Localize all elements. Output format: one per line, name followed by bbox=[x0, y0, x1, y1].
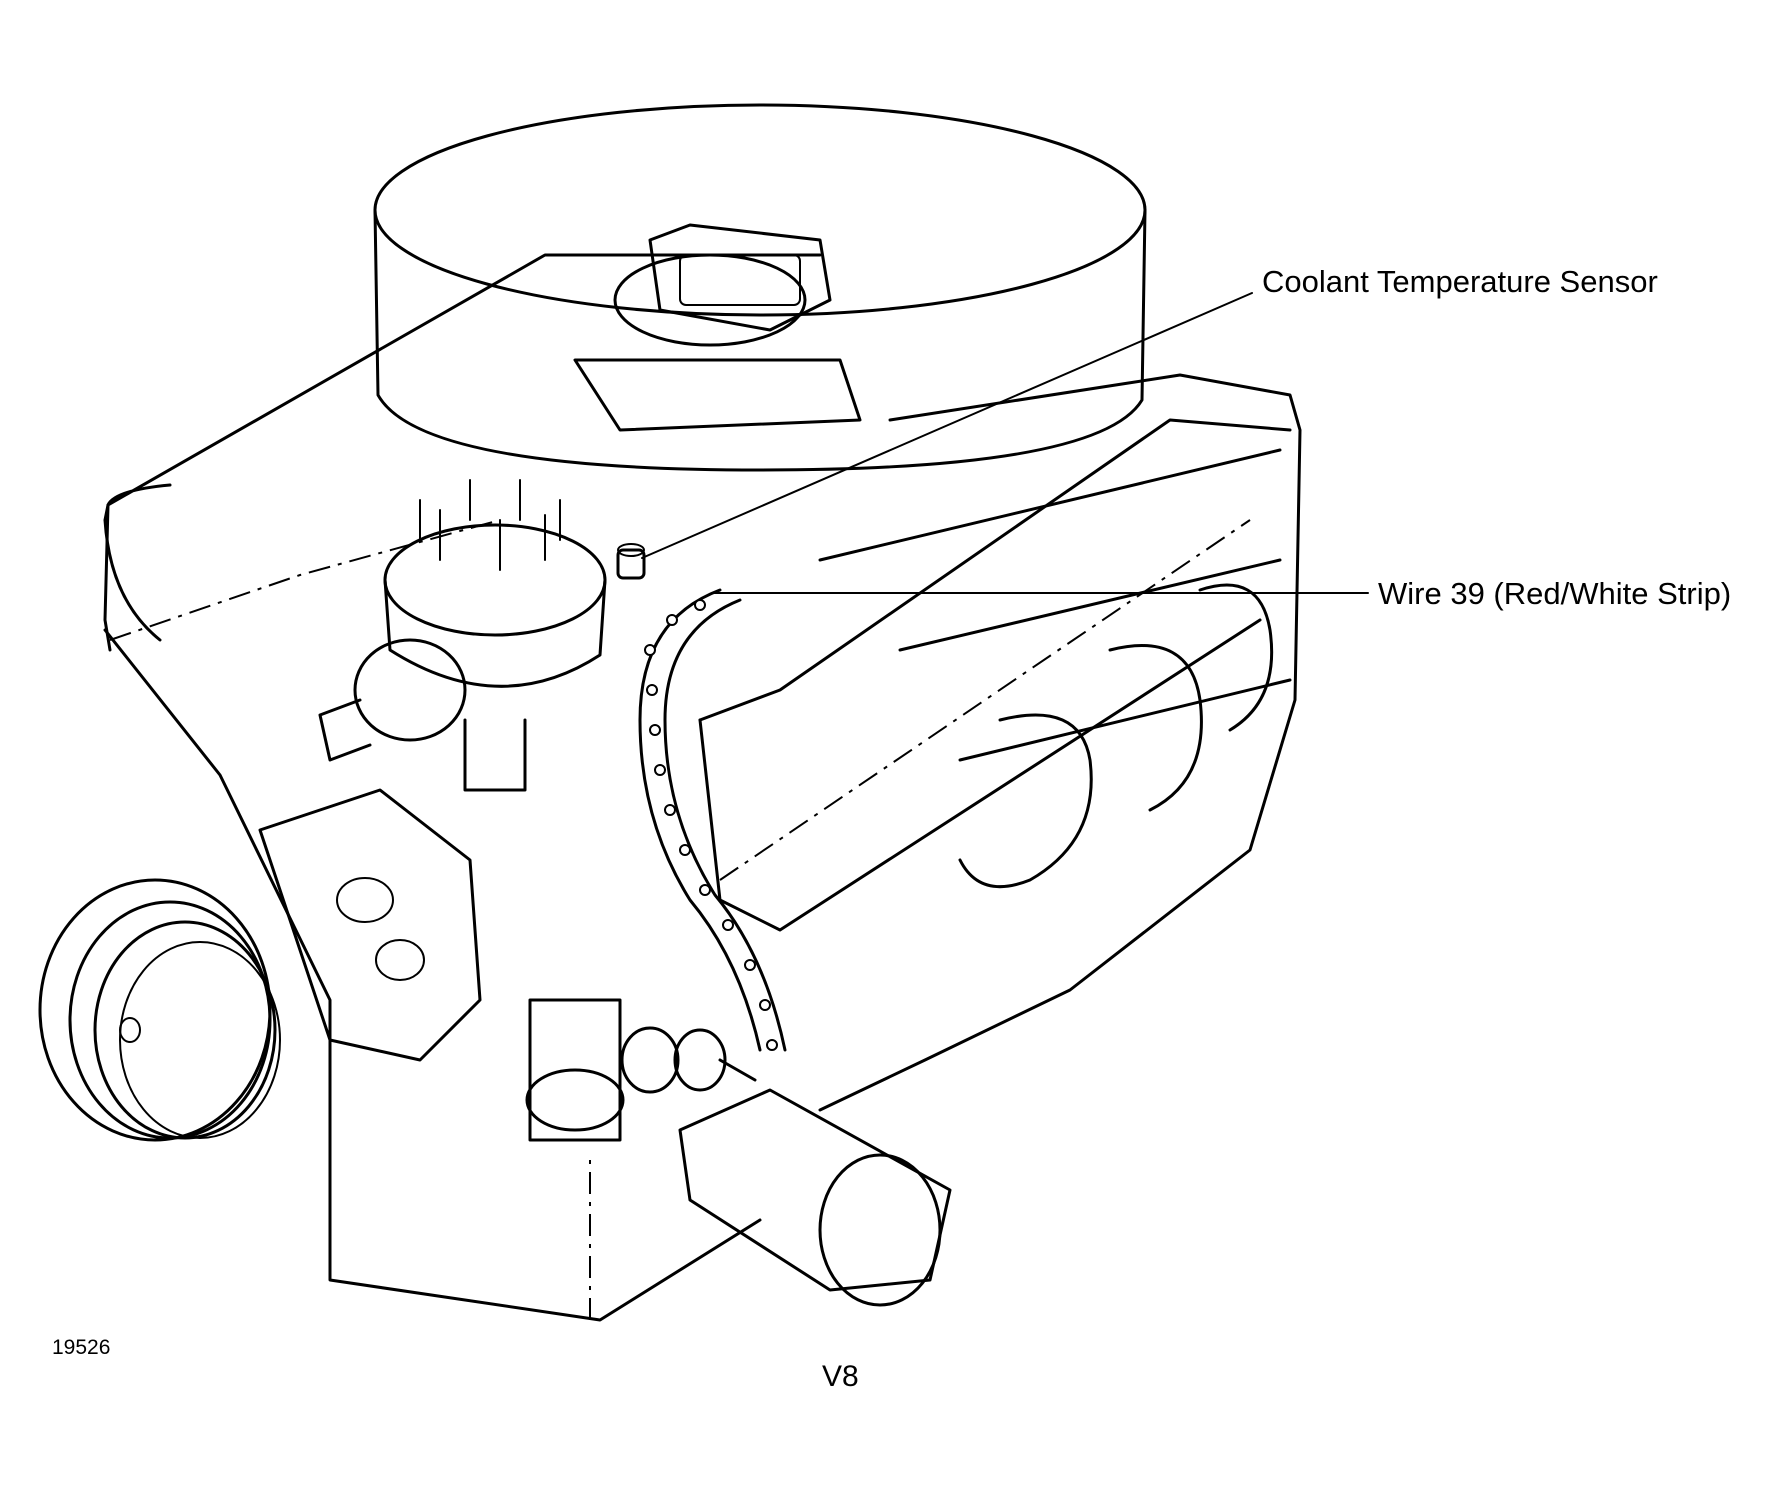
figure-number: 19526 bbox=[52, 1336, 111, 1359]
air-cleaner bbox=[373, 103, 1147, 472]
coolant-sensor-leader bbox=[641, 292, 1253, 559]
engine-block bbox=[103, 253, 1302, 1322]
distributor bbox=[383, 479, 607, 792]
crankshaft-pulley bbox=[38, 878, 281, 1142]
figure-caption: V8 bbox=[822, 1360, 859, 1393]
wiring-harness bbox=[638, 588, 787, 1052]
coolant-temperature-sensor bbox=[616, 543, 646, 580]
wire-39-label: Wire 39 (Red/White Strip) bbox=[1378, 576, 1732, 611]
water-pump bbox=[258, 788, 625, 1142]
vacuum-advance bbox=[318, 638, 467, 762]
oil-filter bbox=[678, 1088, 952, 1307]
oil-pressure-sender bbox=[620, 1026, 757, 1094]
coolant-sensor-label: Coolant Temperature Sensor bbox=[1262, 264, 1658, 299]
